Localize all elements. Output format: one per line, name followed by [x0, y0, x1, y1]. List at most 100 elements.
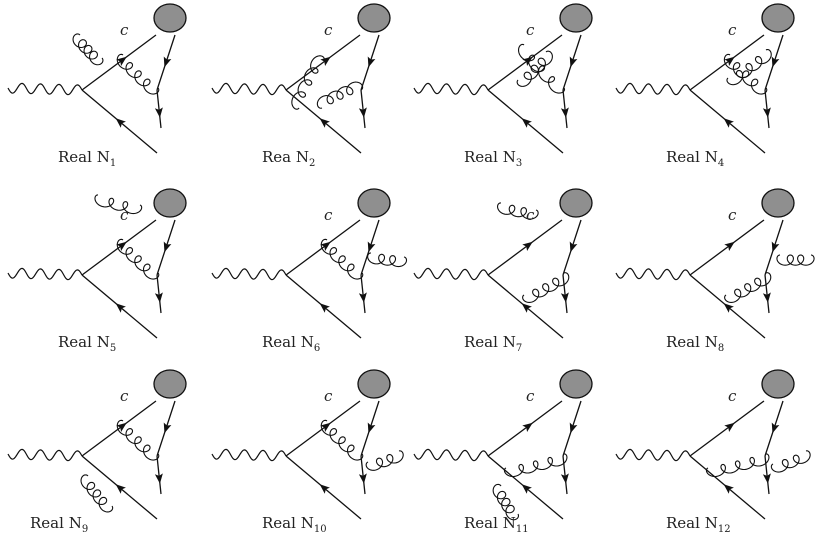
charm-quark-line: [689, 400, 765, 457]
gluon-line: [776, 254, 815, 266]
outgoing-quark-line: [360, 89, 366, 129]
antiquark-arrow: [521, 484, 532, 494]
caption-symbol: N: [91, 148, 110, 166]
gluon-line: [80, 474, 114, 513]
feynman-diagram-2: c: [211, 3, 391, 154]
outgoing-quark-line: [156, 89, 162, 129]
feynman-diagram-4: c: [615, 3, 795, 154]
gluon-line: [320, 419, 364, 461]
meson-blob: [357, 188, 391, 218]
diagram-caption: Real N7: [464, 333, 522, 354]
quark-arrow-down: [367, 56, 376, 68]
outgoing-quark-line: [562, 274, 568, 314]
caption-index: 7: [515, 343, 523, 354]
gluon-line: [723, 53, 768, 95]
meson-blob: [357, 3, 391, 33]
outgoing-quark-arrow: [358, 292, 367, 303]
charm-quark-arrow: [724, 241, 735, 251]
charm-quark-line: [487, 34, 563, 91]
caption-index: 10: [313, 524, 327, 535]
feynman-diagram-7: c: [413, 188, 593, 339]
caption-text: Real: [464, 148, 498, 166]
charm-quark-arrow: [522, 241, 533, 251]
outgoing-quark-line: [360, 455, 366, 495]
charm-quark-arrow: [116, 422, 127, 432]
gluon-line: [770, 450, 811, 473]
charm-label: c: [324, 206, 333, 224]
gluon-line: [116, 419, 160, 461]
caption-index: 2: [309, 158, 316, 169]
photon-line: [7, 82, 83, 96]
feynman-diagram-3: c: [413, 3, 593, 154]
charm-label: c: [728, 387, 737, 405]
photon-line: [211, 82, 287, 96]
caption-symbol: N: [91, 333, 110, 351]
charm-label: c: [120, 21, 129, 39]
charm-quark-line: [81, 219, 157, 276]
photon-line: [7, 267, 83, 281]
outgoing-quark-line: [764, 274, 770, 314]
photon-line: [615, 448, 691, 462]
gluon-line: [94, 194, 143, 215]
charm-quark-line: [285, 219, 361, 276]
outgoing-quark-line: [562, 455, 568, 495]
charm-label: c: [728, 206, 737, 224]
caption-index: 1: [109, 158, 117, 169]
antiquark-arrow: [115, 484, 126, 494]
charm-quark-arrow: [724, 422, 735, 432]
feynman-diagram-5: c: [7, 188, 187, 339]
caption-index: 5: [109, 343, 117, 354]
caption-text: Real: [464, 333, 498, 351]
charm-label: c: [120, 387, 129, 405]
charm-label: c: [120, 206, 129, 224]
quark-arrow-down: [569, 241, 578, 253]
charm-quark-line: [81, 400, 157, 457]
charm-quark-line: [487, 219, 563, 276]
caption-text: Real: [666, 333, 700, 351]
photon-line: [211, 448, 287, 462]
feynman-diagram-1: c: [7, 3, 187, 154]
outgoing-quark-line: [156, 274, 162, 314]
caption-symbol: N: [699, 514, 718, 532]
photon-line: [211, 267, 287, 281]
charm-label: c: [324, 21, 333, 39]
gluon-line: [320, 238, 364, 280]
gluon-line: [116, 238, 160, 280]
caption-index: 3: [515, 158, 523, 169]
meson-blob: [153, 188, 187, 218]
gluon-line: [367, 252, 408, 268]
caption-text: Real: [30, 514, 64, 532]
charm-quark-arrow: [320, 56, 331, 66]
gluon-line: [522, 272, 570, 303]
diagram-caption: Real N11: [464, 514, 529, 535]
outgoing-quark-line: [360, 274, 366, 314]
caption-index: 12: [717, 524, 731, 535]
feynman-diagram-12: c: [615, 369, 811, 520]
charm-quark-line: [689, 219, 765, 276]
diagram-caption: Real N4: [666, 148, 724, 169]
gluon-line: [517, 43, 566, 94]
caption-symbol: N: [291, 148, 310, 166]
diagram-caption: Real N1: [58, 148, 116, 169]
gluon-line: [316, 81, 364, 109]
caption-text: Real: [666, 148, 700, 166]
meson-blob: [357, 369, 391, 399]
charm-quark-arrow: [116, 56, 127, 66]
charm-quark-line: [285, 34, 361, 91]
charm-label: c: [526, 206, 535, 224]
charm-label: c: [324, 387, 333, 405]
antiquark-arrow: [115, 303, 126, 313]
outgoing-quark-line: [764, 455, 770, 495]
charm-label: c: [526, 387, 535, 405]
meson-blob: [153, 369, 187, 399]
meson-blob: [559, 3, 593, 33]
